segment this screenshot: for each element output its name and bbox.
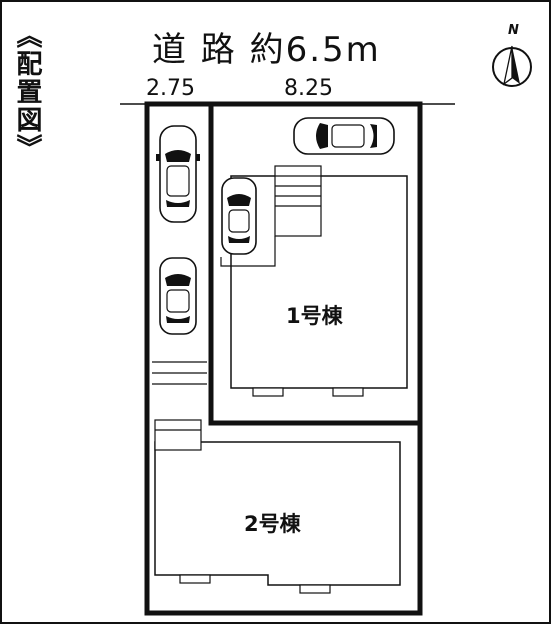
car-icon (159, 257, 197, 335)
building-1-label: 1号棟 (286, 304, 343, 328)
lot-1-boundary (208, 101, 423, 426)
page-title: 《配置図》 (12, 22, 42, 162)
road-label: 道 路 約6.5m (152, 30, 381, 70)
passage-stairs (152, 361, 207, 385)
building-2-label: 2号棟 (244, 512, 301, 536)
building-2-porch (154, 419, 202, 451)
dimension-right: 8.25 (284, 76, 333, 101)
parking-pad-outline (220, 236, 276, 267)
north-letter: N (508, 23, 519, 38)
north-arrow-icon (492, 45, 532, 87)
dimension-left: 2.75 (146, 76, 195, 101)
car-icon (221, 177, 257, 255)
car-icon (293, 117, 395, 155)
building-2 (154, 441, 401, 594)
building-1-stairs (274, 165, 322, 237)
car-icon (156, 125, 200, 223)
